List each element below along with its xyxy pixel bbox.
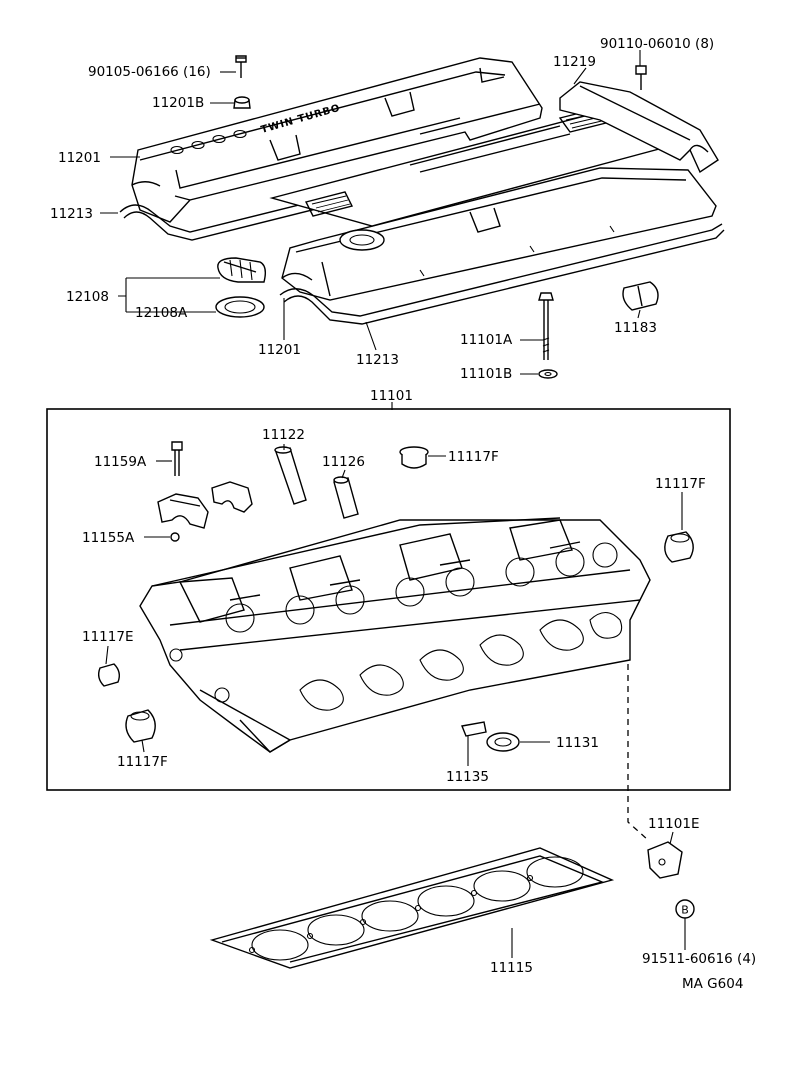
plug-11117E-icon bbox=[97, 663, 121, 687]
callout-12108A: 12108A bbox=[135, 305, 188, 321]
seal-11131-icon bbox=[486, 732, 520, 752]
callout-11159A: 11159A bbox=[94, 454, 147, 470]
gasket-left-11213 bbox=[119, 145, 549, 241]
washer-11101B-icon bbox=[538, 369, 558, 379]
callout-labels: 90105-06166 (16) 11201B 11201 11213 9011… bbox=[50, 36, 756, 992]
camshaft-cover-11219 bbox=[559, 81, 719, 174]
callout-11213-bottom: 11213 bbox=[356, 352, 399, 368]
cam-cover-right-11201 bbox=[281, 167, 717, 301]
callout-11115: 11115 bbox=[490, 960, 533, 976]
callout-11101E: 11101E bbox=[648, 816, 699, 832]
plug-11117F-right-icon bbox=[664, 531, 694, 563]
grommet-11201B-icon bbox=[233, 96, 251, 109]
callout-11135: 11135 bbox=[446, 769, 489, 785]
cylinder-head-11101 bbox=[139, 517, 651, 753]
callout-11155A: 11155A bbox=[82, 530, 135, 546]
bolt-90110-icon bbox=[635, 65, 647, 90]
b-marker-icon: B bbox=[675, 899, 695, 919]
dashed-link-line bbox=[627, 664, 649, 841]
stud-11101A-icon bbox=[538, 292, 554, 360]
bracket-11101E-icon bbox=[647, 841, 683, 879]
gasket-right-11213 bbox=[279, 223, 725, 325]
callout-11126: 11126 bbox=[322, 454, 365, 470]
callout-11201-bottom: 11201 bbox=[258, 342, 301, 358]
pin-11155A-icon bbox=[170, 532, 180, 542]
callout-11201B: 11201B bbox=[152, 95, 204, 111]
b-marker-label: B bbox=[681, 904, 689, 917]
callout-12108: 12108 bbox=[66, 289, 109, 305]
callout-11213-top: 11213 bbox=[50, 206, 93, 222]
valve-guide-11122-icon bbox=[274, 446, 307, 505]
bolt-11159A-icon bbox=[171, 441, 183, 476]
bolt-90105-icon bbox=[235, 55, 247, 78]
valve-guide-11126-icon bbox=[333, 476, 359, 519]
callout-11183: 11183 bbox=[614, 320, 657, 336]
cap-gasket-12108A-icon bbox=[215, 296, 265, 318]
callout-11117F-top: 11117F bbox=[448, 449, 499, 465]
plug-11117F-left-icon bbox=[125, 709, 156, 743]
head-gasket-11115 bbox=[209, 847, 615, 969]
callout-11101A: 11101A bbox=[460, 332, 513, 348]
bearing-cap-icon bbox=[157, 493, 209, 529]
callout-11117F-right: 11117F bbox=[655, 476, 706, 492]
callout-11122: 11122 bbox=[262, 427, 305, 443]
leader-lines bbox=[100, 50, 686, 958]
callout-91511: 91511-60616 (4) bbox=[642, 951, 756, 967]
callout-11117E: 11117E bbox=[82, 629, 133, 645]
diagram-reference-code: MA G604 bbox=[682, 976, 743, 992]
seal-plug-11183-icon bbox=[622, 281, 659, 311]
callout-11219: 11219 bbox=[553, 54, 596, 70]
oil-filler-cap-12108-icon bbox=[217, 257, 267, 283]
callout-90110: 90110-06010 (8) bbox=[600, 36, 714, 52]
callout-11131: 11131 bbox=[556, 735, 599, 751]
cylinder-head-sub-assembly-box bbox=[46, 408, 731, 791]
bearing-cap-2-icon bbox=[211, 481, 253, 513]
seal-11135-icon bbox=[461, 721, 487, 737]
callout-11117F-left: 11117F bbox=[117, 754, 168, 770]
callout-11101B: 11101B bbox=[460, 366, 512, 382]
plug-11117F-top-icon bbox=[399, 446, 429, 469]
callout-11101: 11101 bbox=[370, 388, 413, 404]
callout-11201-top: 11201 bbox=[58, 150, 101, 166]
callout-90105: 90105-06166 (16) bbox=[88, 64, 211, 80]
